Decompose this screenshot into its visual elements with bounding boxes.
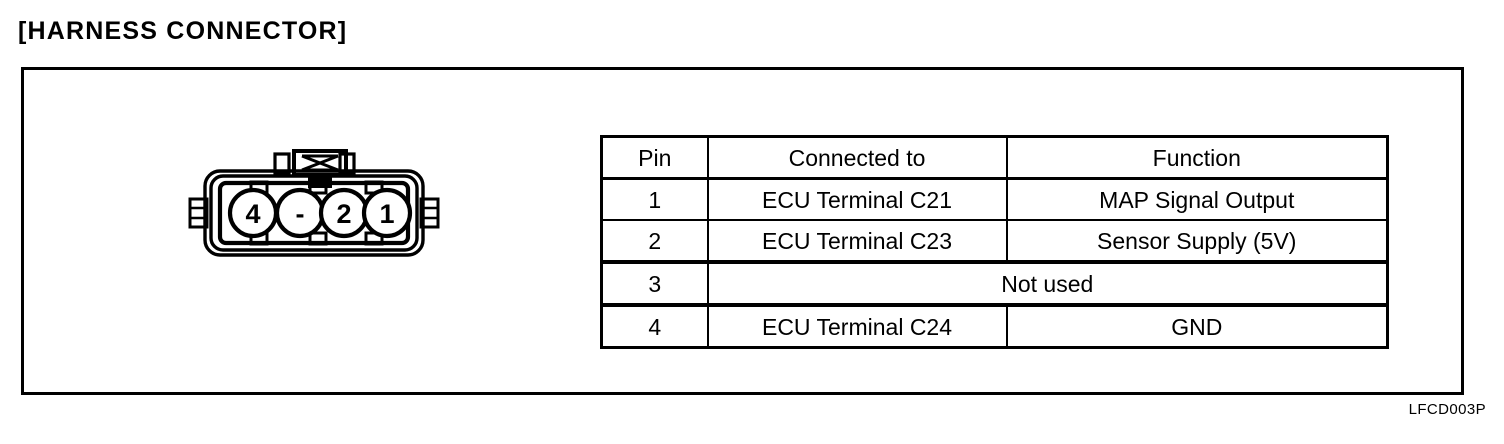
cell-connected-to: ECU Terminal C23: [706, 219, 1008, 263]
pin-assignment-table: Pin Connected to Function 1 ECU Terminal…: [600, 135, 1389, 349]
column-header-pin: Pin: [600, 135, 709, 180]
cell-connected-to: ECU Terminal C24: [706, 303, 1008, 349]
page-title: [HARNESS CONNECTOR]: [18, 17, 348, 45]
connector-side-tab-left: [188, 197, 209, 229]
cavity-label-4: 4: [245, 199, 260, 229]
cell-not-used: Not used: [706, 260, 1389, 306]
cavity-label-blank: -: [296, 199, 305, 229]
cell-pin: 4: [600, 303, 709, 349]
cell-function: GND: [1005, 303, 1389, 349]
cell-pin: 2: [600, 219, 709, 263]
column-header-connected-to: Connected to: [706, 135, 1008, 180]
connector-pin-cavities: [227, 187, 413, 239]
harness-connector-illustration: 4 - 2 1: [180, 145, 460, 295]
table-row: 2 ECU Terminal C23 Sensor Supply (5V): [600, 219, 1389, 263]
cell-function: MAP Signal Output: [1005, 177, 1389, 221]
figure-code: LFCD003P: [1408, 401, 1486, 418]
cell-pin: 3: [600, 260, 709, 306]
table-row: 3 Not used: [600, 260, 1389, 306]
cell-pin: 1: [600, 177, 709, 221]
cavity-label-1: 1: [379, 199, 394, 229]
cell-connected-to: ECU Terminal C21: [706, 177, 1008, 221]
cavity-label-2: 2: [336, 199, 351, 229]
cell-function: Sensor Supply (5V): [1005, 219, 1389, 263]
column-header-function: Function: [1005, 135, 1389, 180]
table-row: 1 ECU Terminal C21 MAP Signal Output: [600, 177, 1389, 221]
table-header-row: Pin Connected to Function: [600, 135, 1389, 180]
table-row: 4 ECU Terminal C24 GND: [600, 303, 1389, 349]
connector-side-tab-right: [419, 197, 440, 229]
